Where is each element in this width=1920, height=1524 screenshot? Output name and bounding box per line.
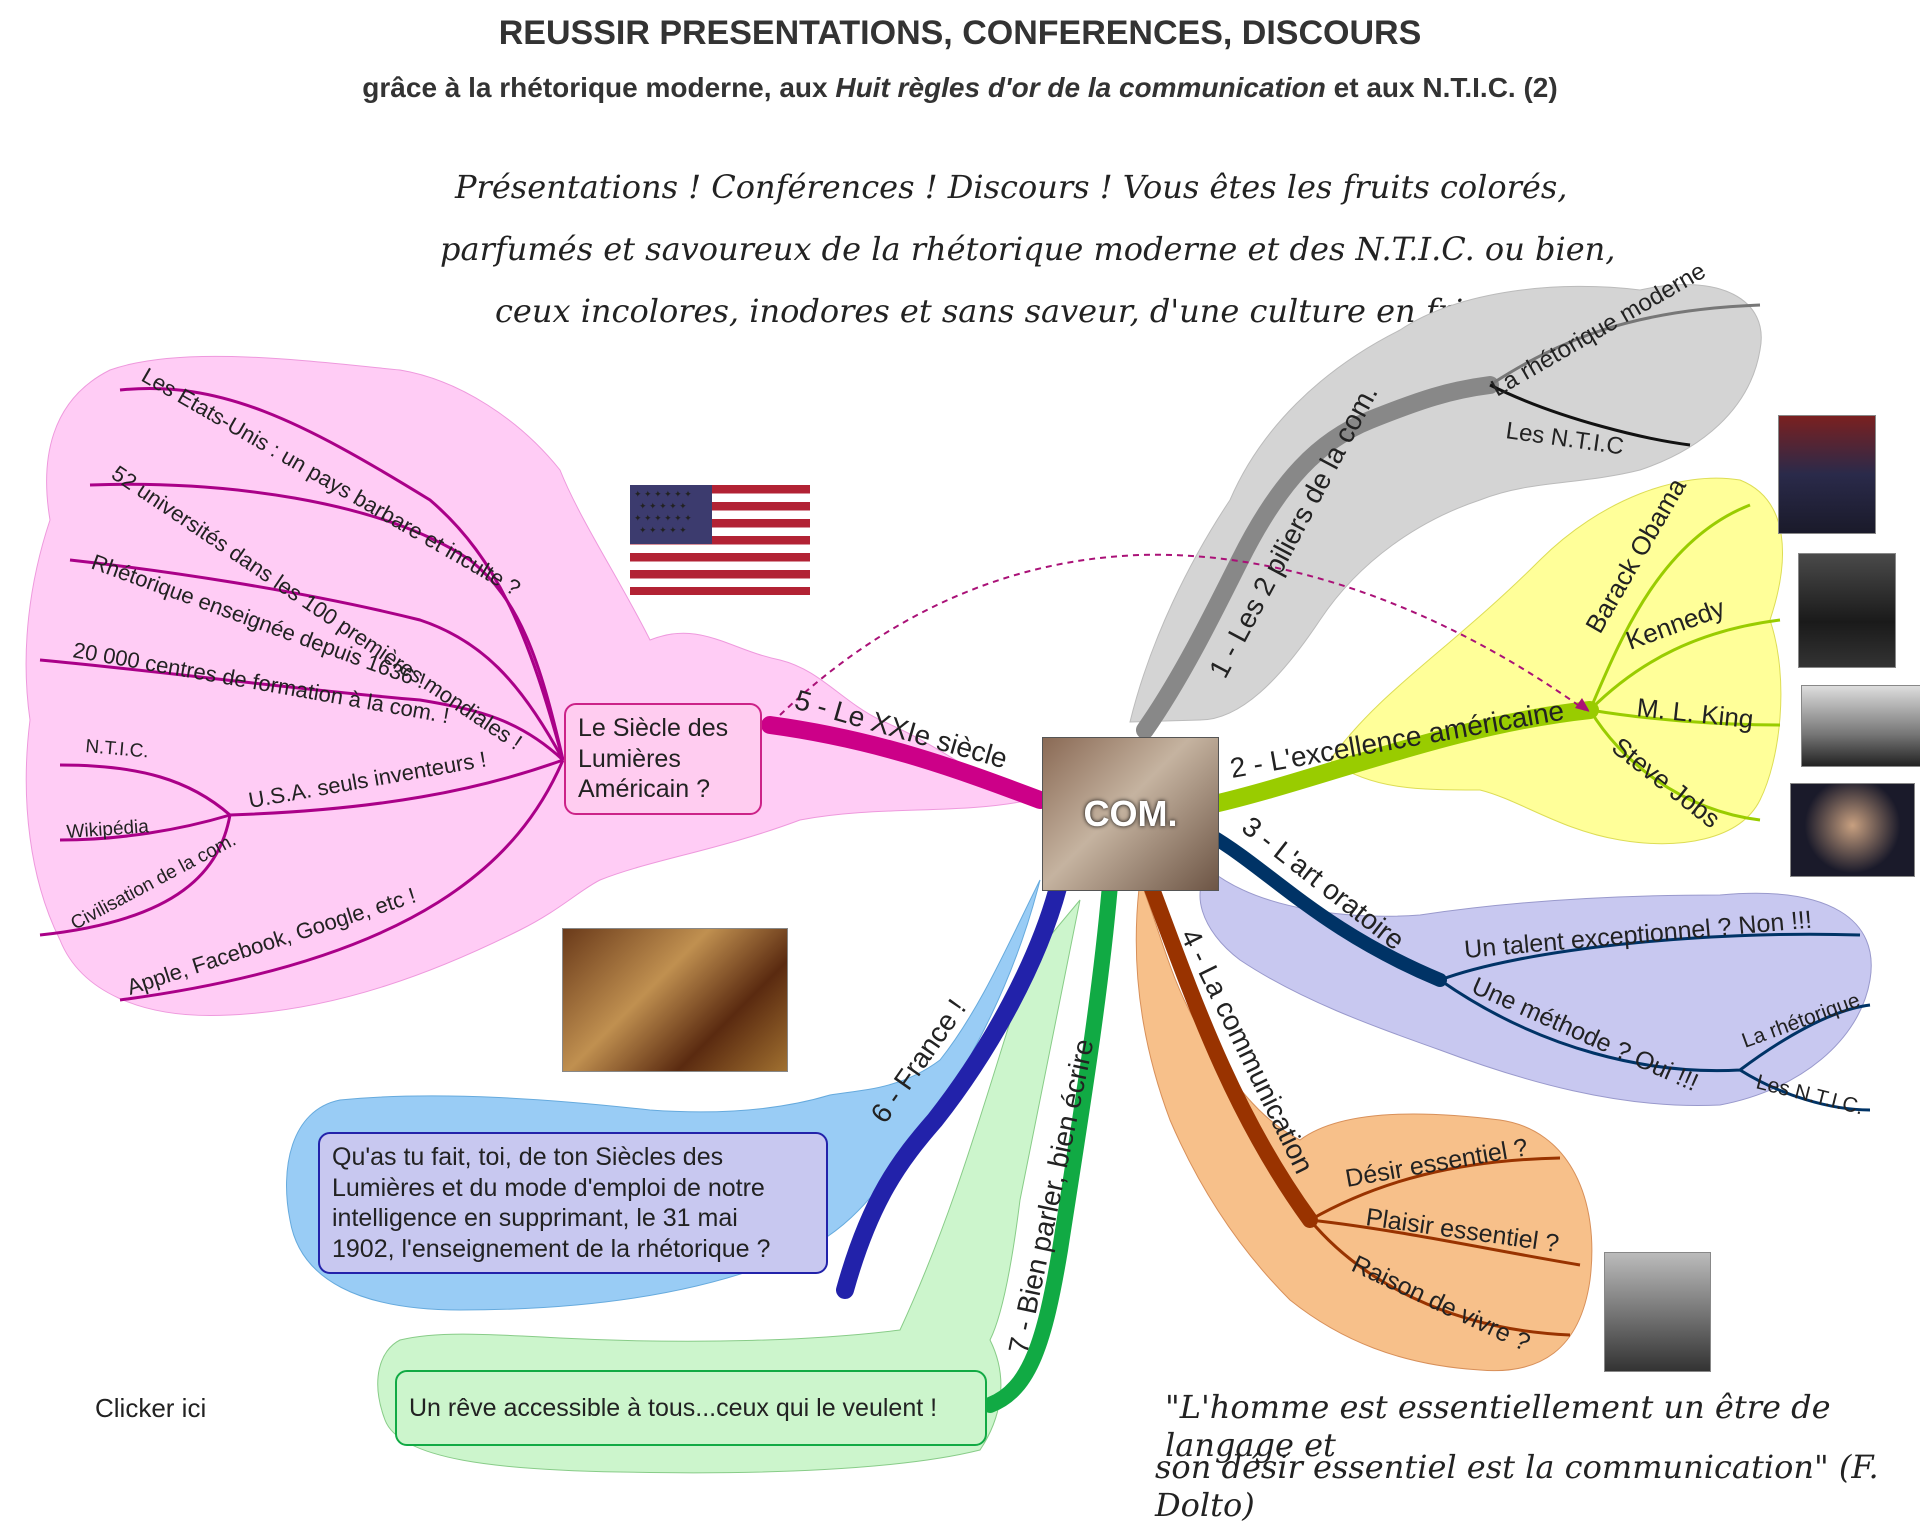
center-label: COM. bbox=[1083, 793, 1178, 834]
jobs-photo bbox=[1790, 783, 1915, 877]
center-node[interactable]: COM. bbox=[1042, 737, 1219, 891]
cloud-bien-parler bbox=[377, 899, 1081, 1474]
b5-child-lines bbox=[39, 386, 565, 1002]
b1-child-line-2 bbox=[1489, 383, 1691, 447]
cloud-pilliers bbox=[1129, 284, 1762, 723]
france-box: Qu'as tu fait, toi, de ton Siècles des L… bbox=[318, 1132, 828, 1274]
page-subtitle: grâce à la rhétorique moderne, aux Huit … bbox=[0, 72, 1920, 104]
bien-parler-box: Un rêve accessible à tous...ceux qui le … bbox=[395, 1370, 987, 1446]
svg-text:✦ ✦ ✦ ✦ ✦: ✦ ✦ ✦ ✦ ✦ bbox=[639, 501, 687, 511]
svg-text:✦ ✦ ✦ ✦ ✦: ✦ ✦ ✦ ✦ ✦ bbox=[639, 525, 687, 535]
box-line: 1902, l'enseignement de la rhétorique ? bbox=[332, 1234, 771, 1263]
branch-6-line bbox=[836, 871, 1069, 1299]
cloud-art-oratoire bbox=[1199, 869, 1872, 1107]
clicker-link[interactable]: Clicker ici bbox=[95, 1393, 207, 1423]
box-line: intelligence en supprimant, le 31 mai bbox=[332, 1204, 738, 1232]
dolto-photo bbox=[1604, 1252, 1711, 1372]
xxie-siecle-box: Le Siècle des Lumières Américain ? bbox=[564, 703, 762, 815]
branch-7-line bbox=[982, 877, 1118, 1413]
us-flag-image: ✦ ✦ ✦ ✦ ✦ ✦ ✦ ✦ ✦ ✦ ✦ ✦ ✦ ✦ ✦ ✦ ✦ ✦ ✦ ✦ ✦ ✦ bbox=[630, 485, 810, 595]
arrow-link bbox=[779, 553, 1586, 716]
quote-bottom-line-2: son désir essentiel est la communication… bbox=[1155, 1448, 1879, 1524]
branch-3-line bbox=[1203, 828, 1447, 987]
svg-text:✦ ✦ ✦ ✦ ✦ ✦: ✦ ✦ ✦ ✦ ✦ ✦ bbox=[634, 489, 692, 499]
quote-top-line-1: Présentations ! Conférences ! Discours !… bbox=[455, 168, 1568, 206]
subtitle-part-2: et aux N.T.I.C. (2) bbox=[1325, 72, 1558, 103]
box-line: Lumières et du mode d'emploi de notre bbox=[332, 1173, 765, 1202]
b3-child-ntic: Les N.T.I.C. bbox=[1754, 1071, 1866, 1120]
box-line: Lumières bbox=[578, 744, 681, 773]
quote-top-line-3: ceux incolores, inodores et sans saveur,… bbox=[495, 292, 1561, 330]
b2-child-lines bbox=[1588, 503, 1781, 822]
page-title: REUSSIR PRESENTATIONS, CONFERENCES, DISC… bbox=[498, 14, 1422, 52]
subtitle-italic: Huit règles d'or de la communication bbox=[835, 72, 1326, 103]
kennedy-photo bbox=[1798, 553, 1896, 668]
subtitle-part-1: grâce à la rhétorique moderne, aux bbox=[362, 72, 836, 103]
cloud-xxie-siecle bbox=[25, 355, 1032, 1017]
quote-top-line-2: parfumés et savoureux de la rhétorique m… bbox=[440, 230, 1616, 268]
salon-painting bbox=[562, 928, 788, 1072]
king-photo bbox=[1801, 685, 1920, 767]
branch-5-line bbox=[761, 716, 1049, 809]
box-line: Américain ? bbox=[578, 775, 710, 803]
box-line: Qu'as tu fait, toi, de ton Siècles des bbox=[332, 1143, 724, 1171]
b3-child-lines bbox=[1439, 932, 1871, 1112]
b1-child-line-1 bbox=[1489, 303, 1761, 387]
b4-child-lines bbox=[1308, 1156, 1581, 1337]
branch-4-line bbox=[1137, 862, 1318, 1228]
branch-1-line bbox=[1136, 376, 1499, 739]
arrow-head-icon bbox=[1575, 698, 1590, 712]
box-line: Le Siècle des bbox=[578, 714, 729, 742]
obama-photo bbox=[1778, 415, 1876, 534]
cloud-excellence bbox=[1329, 477, 1783, 845]
branch-2-line bbox=[1201, 701, 1599, 814]
quote-bottom-line-1: "L'homme est essentiellement un être de … bbox=[1165, 1388, 1831, 1464]
svg-text:✦ ✦ ✦ ✦ ✦ ✦: ✦ ✦ ✦ ✦ ✦ ✦ bbox=[634, 513, 692, 523]
